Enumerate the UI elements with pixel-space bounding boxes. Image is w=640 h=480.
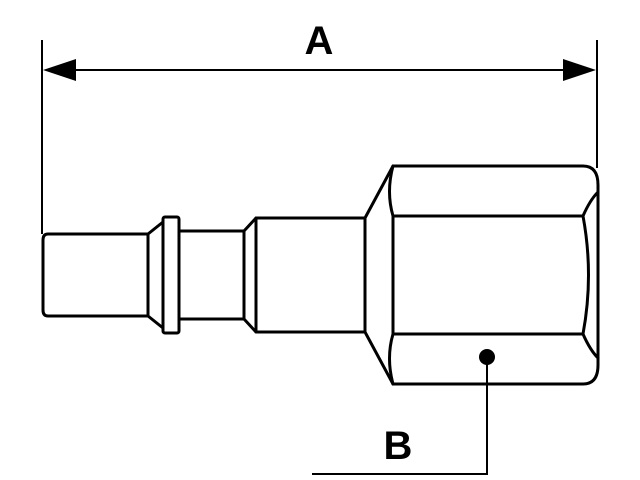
plug-body (41, 164, 600, 386)
dimension-label-b: B (384, 424, 413, 468)
hex-flat-top (388, 164, 600, 218)
locking-collar (146, 220, 165, 330)
hex-center-right (581, 214, 590, 336)
dimension-label-a: A (305, 19, 334, 63)
neck-section (177, 229, 246, 321)
arrowhead-left (43, 59, 76, 81)
hex-nut (391, 164, 600, 386)
hex-taper (363, 164, 395, 386)
nose-section (41, 232, 150, 318)
dimension-a: A (41, 19, 598, 234)
shoulder-section (242, 216, 367, 334)
collar-ring (161, 215, 181, 335)
leader-line-b (312, 357, 488, 475)
hex-flat-bottom (388, 332, 600, 386)
dimension-b: B (312, 349, 495, 475)
arrowhead-right (563, 59, 596, 81)
